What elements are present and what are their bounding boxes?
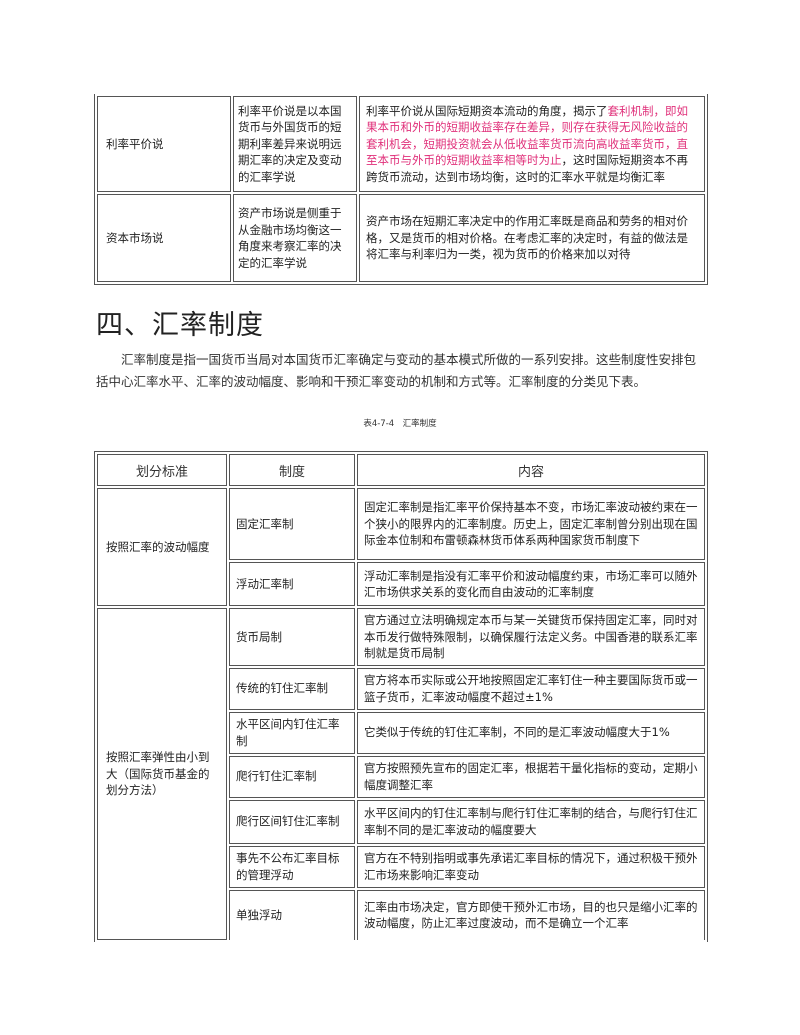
- content-cell: 官方在不特别指明或事先承诺汇率目标的情况下，通过积极干预外汇市场来影响汇率变动: [357, 845, 705, 888]
- table-row: 利率平价说 利率平价说是以本国货币与外国货币的短期利率差异来说明远期汇率的决定及…: [97, 96, 705, 192]
- table-row: 水平区间内钉住汇率制 它类似于传统的钉住汇率制，不同的是汇率波动幅度大于1%: [97, 711, 705, 754]
- system-cell: 事先不公布汇率目标的管理浮动: [229, 845, 355, 888]
- theory-detail: 利率平价说从国际短期资本流动的角度，揭示了套利机制，即如果本币和外币的短期收益率…: [359, 96, 705, 192]
- table-caption: 表4-7-4 汇率制度: [363, 419, 437, 429]
- table-row: 浮动汇率制 浮动汇率制是指没有汇率平价和波动幅度约束，市场汇率可以随外汇市场供求…: [97, 562, 705, 606]
- column-header: 划分标准: [97, 454, 227, 486]
- content-cell: 固定汇率制是指汇率平价保持基本不变，市场汇率波动被约束在一个狭小的限界内的汇率制…: [357, 488, 705, 560]
- system-cell: 爬行钉住汇率制: [229, 755, 355, 798]
- column-header: 制度: [229, 454, 355, 486]
- table-row: 事先不公布汇率目标的管理浮动 官方在不特别指明或事先承诺汇率目标的情况下，通过积…: [97, 845, 705, 888]
- content-cell: 官方将本币实际或公开地按照固定汇率钉住一种主要国际货币或一篮子货币，汇率波动幅度…: [357, 667, 705, 710]
- theory-name: 利率平价说: [97, 96, 231, 192]
- system-cell: 爬行区间钉住汇率制: [229, 799, 355, 844]
- system-cell: 固定汇率制: [229, 488, 355, 560]
- system-cell: 传统的钉住汇率制: [229, 667, 355, 710]
- theory-name: 资本市场说: [97, 194, 231, 282]
- table-row: 单独浮动 汇率由市场决定，官方即使干预外汇市场，目的也只是缩小汇率的波动幅度，防…: [97, 889, 705, 940]
- table-row: 按照汇率的波动幅度 固定汇率制 固定汇率制是指汇率平价保持基本不变，市场汇率波动…: [97, 488, 705, 606]
- table-row: 按照汇率弹性由小到大（国际货币基金的划分方法） 货币局制 官方通过立法明确规定本…: [97, 608, 705, 940]
- table-row: 爬行区间钉住汇率制 水平区间内的钉住汇率制与爬行钉住汇率制的结合，与爬行钉住汇率…: [97, 799, 705, 844]
- table-row: 资本市场说 资产市场说是侧重于从金融市场均衡这一角度来考察汇率的决定的汇率学说 …: [97, 194, 705, 282]
- table-row: 传统的钉住汇率制 官方将本币实际或公开地按照固定汇率钉住一种主要国际货币或一篮子…: [97, 667, 705, 710]
- theory-detail: 资产市场在短期汇率决定中的作用汇率既是商品和劳务的相对价格，又是货币的相对价格。…: [359, 194, 705, 282]
- exchange-rate-system-table: 划分标准 制度 内容 按照汇率的波动幅度 固定汇率制 固定汇率制是指汇率平价保持…: [94, 451, 708, 942]
- detail-text: ，这时国际短期资本不再跨货币流动，达到市场均衡，这时的汇率水平就是均衡汇率: [366, 153, 688, 184]
- section-intro: 汇率制度是指一国货币当局对本国货币汇率确定与变动的基本模式所做的一系列安排。这些…: [96, 352, 697, 389]
- system-cell: 水平区间内钉住汇率制: [229, 711, 355, 754]
- content-cell: 浮动汇率制是指没有汇率平价和波动幅度约束，市场汇率可以随外汇市场供求关系的变化而…: [357, 562, 705, 606]
- system-cell: 浮动汇率制: [229, 562, 355, 606]
- content-cell: 它类似于传统的钉住汇率制，不同的是汇率波动幅度大于1%: [357, 711, 705, 754]
- interest-rate-theory-table: 利率平价说 利率平价说是以本国货币与外国货币的短期利率差异来说明远期汇率的决定及…: [94, 94, 708, 285]
- section-heading: 四、汇率制度: [96, 310, 264, 341]
- content-cell: 官方通过立法明确规定本币与某一关键货币保持固定汇率，同时对本币发行做特殊限制，以…: [357, 608, 705, 666]
- criterion-cell: 按照汇率弹性由小到大（国际货币基金的划分方法）: [97, 608, 227, 940]
- criterion-cell: 按照汇率的波动幅度: [97, 488, 227, 606]
- table-row: 爬行钉住汇率制 官方按照预先宣布的固定汇率，根据若干量化指标的变动，定期小幅度调…: [97, 755, 705, 798]
- content-cell: 水平区间内的钉住汇率制与爬行钉住汇率制的结合，与爬行钉住汇率制不同的是汇率波动的…: [357, 799, 705, 844]
- detail-text: 利率平价说从国际短期资本流动的角度，揭示了: [366, 103, 608, 118]
- content-cell: 官方按照预先宣布的固定汇率，根据若干量化指标的变动，定期小幅度调整汇率: [357, 755, 705, 798]
- column-header: 内容: [357, 454, 705, 486]
- system-cell: 单独浮动: [229, 889, 355, 940]
- highlighted-text: 套利机制，即如果本币和外币的短期收益率存在差异，则存在获得无风险收益的套利机会，…: [366, 103, 688, 168]
- theory-summary: 资产市场说是侧重于从金融市场均衡这一角度来考察汇率的决定的汇率学说: [233, 194, 357, 282]
- table-header-row: 划分标准 制度 内容: [97, 454, 705, 486]
- content-cell: 汇率由市场决定，官方即使干预外汇市场，目的也只是缩小汇率的波动幅度，防止汇率过度…: [357, 889, 705, 940]
- theory-summary: 利率平价说是以本国货币与外国货币的短期利率差异来说明远期汇率的决定及变动的汇率学…: [233, 96, 357, 192]
- system-cell: 货币局制: [229, 608, 355, 666]
